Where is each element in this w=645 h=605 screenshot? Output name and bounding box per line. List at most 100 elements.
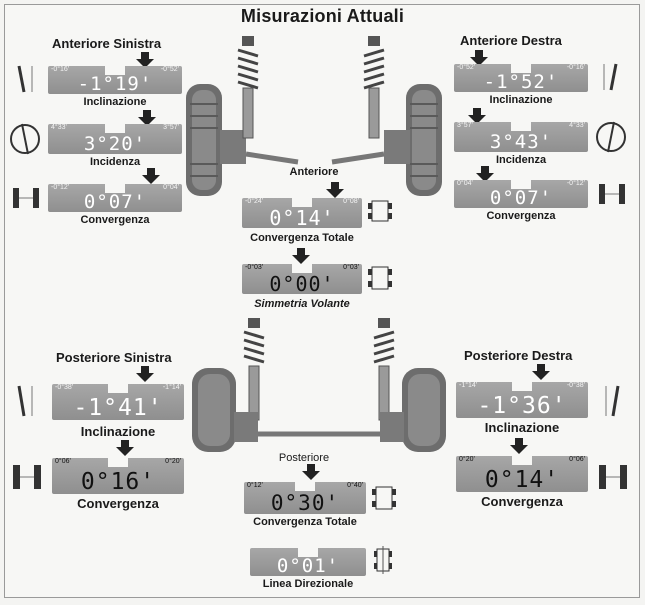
toe-icon [10,184,42,212]
gauge-min: 0°06' [55,458,71,465]
gauge-min: -0°52' [457,64,476,71]
gauge-min: 3°57' [457,122,473,129]
front-left-caster-gauge: 4°33' 3°57' 3°20' [48,124,182,154]
rear-right-camber-label: Inclinazione [484,420,560,435]
gauge-max: 0°40' [347,482,363,489]
gauge-max: -1°14' [162,384,181,391]
arrow-down-icon [292,248,310,264]
camber-icon [598,384,628,418]
front-right-toe-gauge: 0°04' -0°12' 0°07' [454,180,588,208]
gauge-min: -0°38' [55,384,74,391]
gauge-value: 0°07' [83,191,147,213]
front-right-camber-gauge: -0°52' -0°16' -1°52' [454,64,588,92]
camber-icon [10,384,40,418]
gauge-min: 4°33' [51,124,67,131]
gauge-value: 3°20' [83,133,147,155]
arrow-down-icon [468,108,486,124]
gauge-value: -1°36' [477,393,567,419]
front-left-camber-gauge: -0°16' -0°52' -1°19' [48,66,182,94]
rear-left-toe-gauge: 0°06' 0°20' 0°16' [52,458,184,494]
front-left-title: Anteriore Sinistra [52,36,162,51]
gauge-max: 0°03' [343,264,359,271]
gauge-max: -0°52' [160,66,179,73]
gauge-max: 0°04' [163,184,179,191]
arrow-down-icon [136,366,154,382]
gauge-max: 0°06' [569,456,585,463]
arrow-down-icon [302,464,320,480]
arrow-down-icon [470,50,488,66]
arrow-down-icon [142,168,160,184]
gauge-min: 0°12' [247,482,263,489]
rear-left-title: Posteriore Sinistra [56,350,172,365]
rear-right-toe-label: Convergenza [481,494,563,509]
front-left-toe-gauge: -0°12' 0°04' 0°07' [48,184,182,212]
gauge-value: -1°19' [77,73,153,95]
rear-right-toe-gauge: 0°20' 0°06' 0°14' [456,456,588,492]
rear-total-toe-label: Convergenza Totale [253,516,357,528]
front-right-caster-label: Incidenza [495,154,547,166]
rear-right-title: Posteriore Destra [464,348,573,363]
front-total-toe-label: Convergenza Totale [250,232,354,244]
rear-left-camber-label: Inclinazione [80,424,156,439]
rear-left-toe-label: Convergenza [77,496,159,511]
front-right-caster-gauge: 3°57' 4°33' 3°43' [454,122,588,152]
front-left-caster-label: Incidenza [89,156,141,168]
toe-icon [596,180,628,208]
gauge-min: -0°03' [245,264,264,271]
rear-suspension-diagram [188,316,450,456]
front-total-toe-gauge: -0°24' 0°08' 0°14' [242,198,362,228]
thrust-line-icon [372,546,394,574]
gauge-max: -0°12' [566,180,585,187]
gauge-max: 0°20' [165,458,181,465]
gauge-value: 0°14' [484,467,560,493]
front-suspension-diagram [180,32,450,202]
steering-symmetry-gauge: -0°03' 0°03' 0°00' [242,264,362,294]
toe-icon [596,460,630,494]
toe-icon [10,460,44,494]
gauge-max: 4°33' [569,122,585,129]
gauge-max: -0°16' [566,64,585,71]
front-left-camber-label: Inclinazione [83,96,147,108]
gauge-max: 0°08' [343,198,359,205]
front-axle-label: Anteriore [289,166,339,178]
caster-icon [594,120,628,154]
front-right-camber-label: Inclinazione [489,94,553,106]
front-right-toe-label: Convergenza [486,210,556,222]
gauge-min: 0°04' [457,180,473,187]
rear-right-camber-gauge: -1°14' -0°38' -1°36' [456,382,588,418]
camber-icon [596,62,626,92]
gauge-value: 0°01' [276,555,340,577]
rear-total-toe-gauge: 0°12' 0°40' 0°30' [244,482,366,514]
gauge-min: -0°16' [51,66,70,73]
gauge-value: 0°30' [270,491,340,515]
front-right-title: Anteriore Destra [460,33,562,48]
rear-left-camber-gauge: -0°38' -1°14' -1°41' [52,384,184,420]
caster-icon [8,122,42,156]
car-top-icon [370,484,398,512]
front-left-toe-label: Convergenza [80,214,150,226]
steering-car-icon [366,264,394,292]
gauge-value: -1°41' [73,395,163,421]
gauge-min: -0°12' [51,184,70,191]
thrust-line-gauge: 0°01' [250,548,366,576]
gauge-min: -1°14' [459,382,478,389]
arrow-down-icon [510,438,528,454]
car-top-icon [366,198,394,224]
gauge-value: 3°43' [489,131,553,153]
gauge-max: -0°38' [566,382,585,389]
gauge-value: 0°16' [80,469,156,495]
arrow-down-icon [532,364,550,380]
gauge-value: 0°14' [269,206,335,230]
camber-icon [10,64,40,94]
thrust-line-label: Linea Direzionale [262,578,354,590]
gauge-value: 0°00' [269,272,335,296]
arrow-down-icon [326,182,344,198]
gauge-value: -1°52' [483,71,559,93]
gauge-value: 0°07' [489,187,553,209]
page-title: Misurazioni Attuali [240,6,405,26]
gauge-max: 3°57' [163,124,179,131]
steering-symmetry-label: Simmetria Volante [254,298,350,310]
arrow-down-icon [476,166,494,182]
gauge-min: 0°20' [459,456,475,463]
rear-axle-label: Posteriore [278,452,330,464]
